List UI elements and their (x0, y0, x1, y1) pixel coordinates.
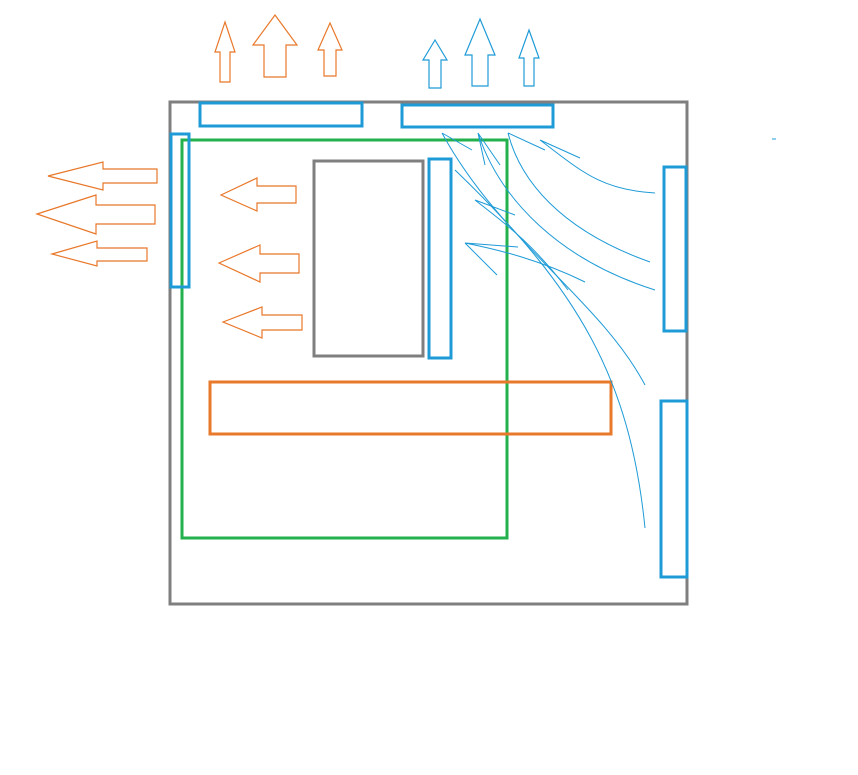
airflow-line-icon (441, 132, 646, 386)
airflow-line-icon (474, 199, 569, 291)
exhaust-arrow-icon (219, 177, 297, 212)
exhaust-arrow-icon (221, 306, 303, 339)
cpu-cooler-block (312, 159, 425, 358)
airflow-lines (441, 132, 776, 529)
airflow-line-icon (539, 139, 656, 194)
fan-front-lower (659, 399, 689, 579)
airflow-line-icon (507, 132, 651, 263)
graphics-card-block (208, 380, 613, 436)
exhaust-arrow-icon (35, 194, 156, 235)
exhaust-arrow-icon (251, 13, 299, 78)
intake-arrow-icon (421, 38, 449, 89)
exhaust-arrow-icon (217, 244, 300, 283)
exhaust-arrow-icon (214, 20, 236, 83)
exhaust-arrow-icon (47, 161, 158, 191)
fan-cpu-cooler (427, 157, 453, 360)
fan-top-right (400, 103, 555, 129)
motherboard-outline (180, 138, 509, 540)
fan-top-left (198, 101, 364, 128)
airflow-line-icon (477, 132, 656, 291)
airflow-line-icon (464, 242, 586, 283)
case-outline (168, 100, 689, 606)
intake-arrow-icon (518, 28, 540, 87)
exhaust-arrow-icon (317, 21, 343, 77)
exhaust-arrow-icon (49, 240, 148, 267)
airflow-line-icon (454, 169, 646, 529)
intake-arrow-icon (464, 17, 496, 87)
fan-rear (169, 132, 191, 289)
fan-front-upper (662, 165, 688, 333)
